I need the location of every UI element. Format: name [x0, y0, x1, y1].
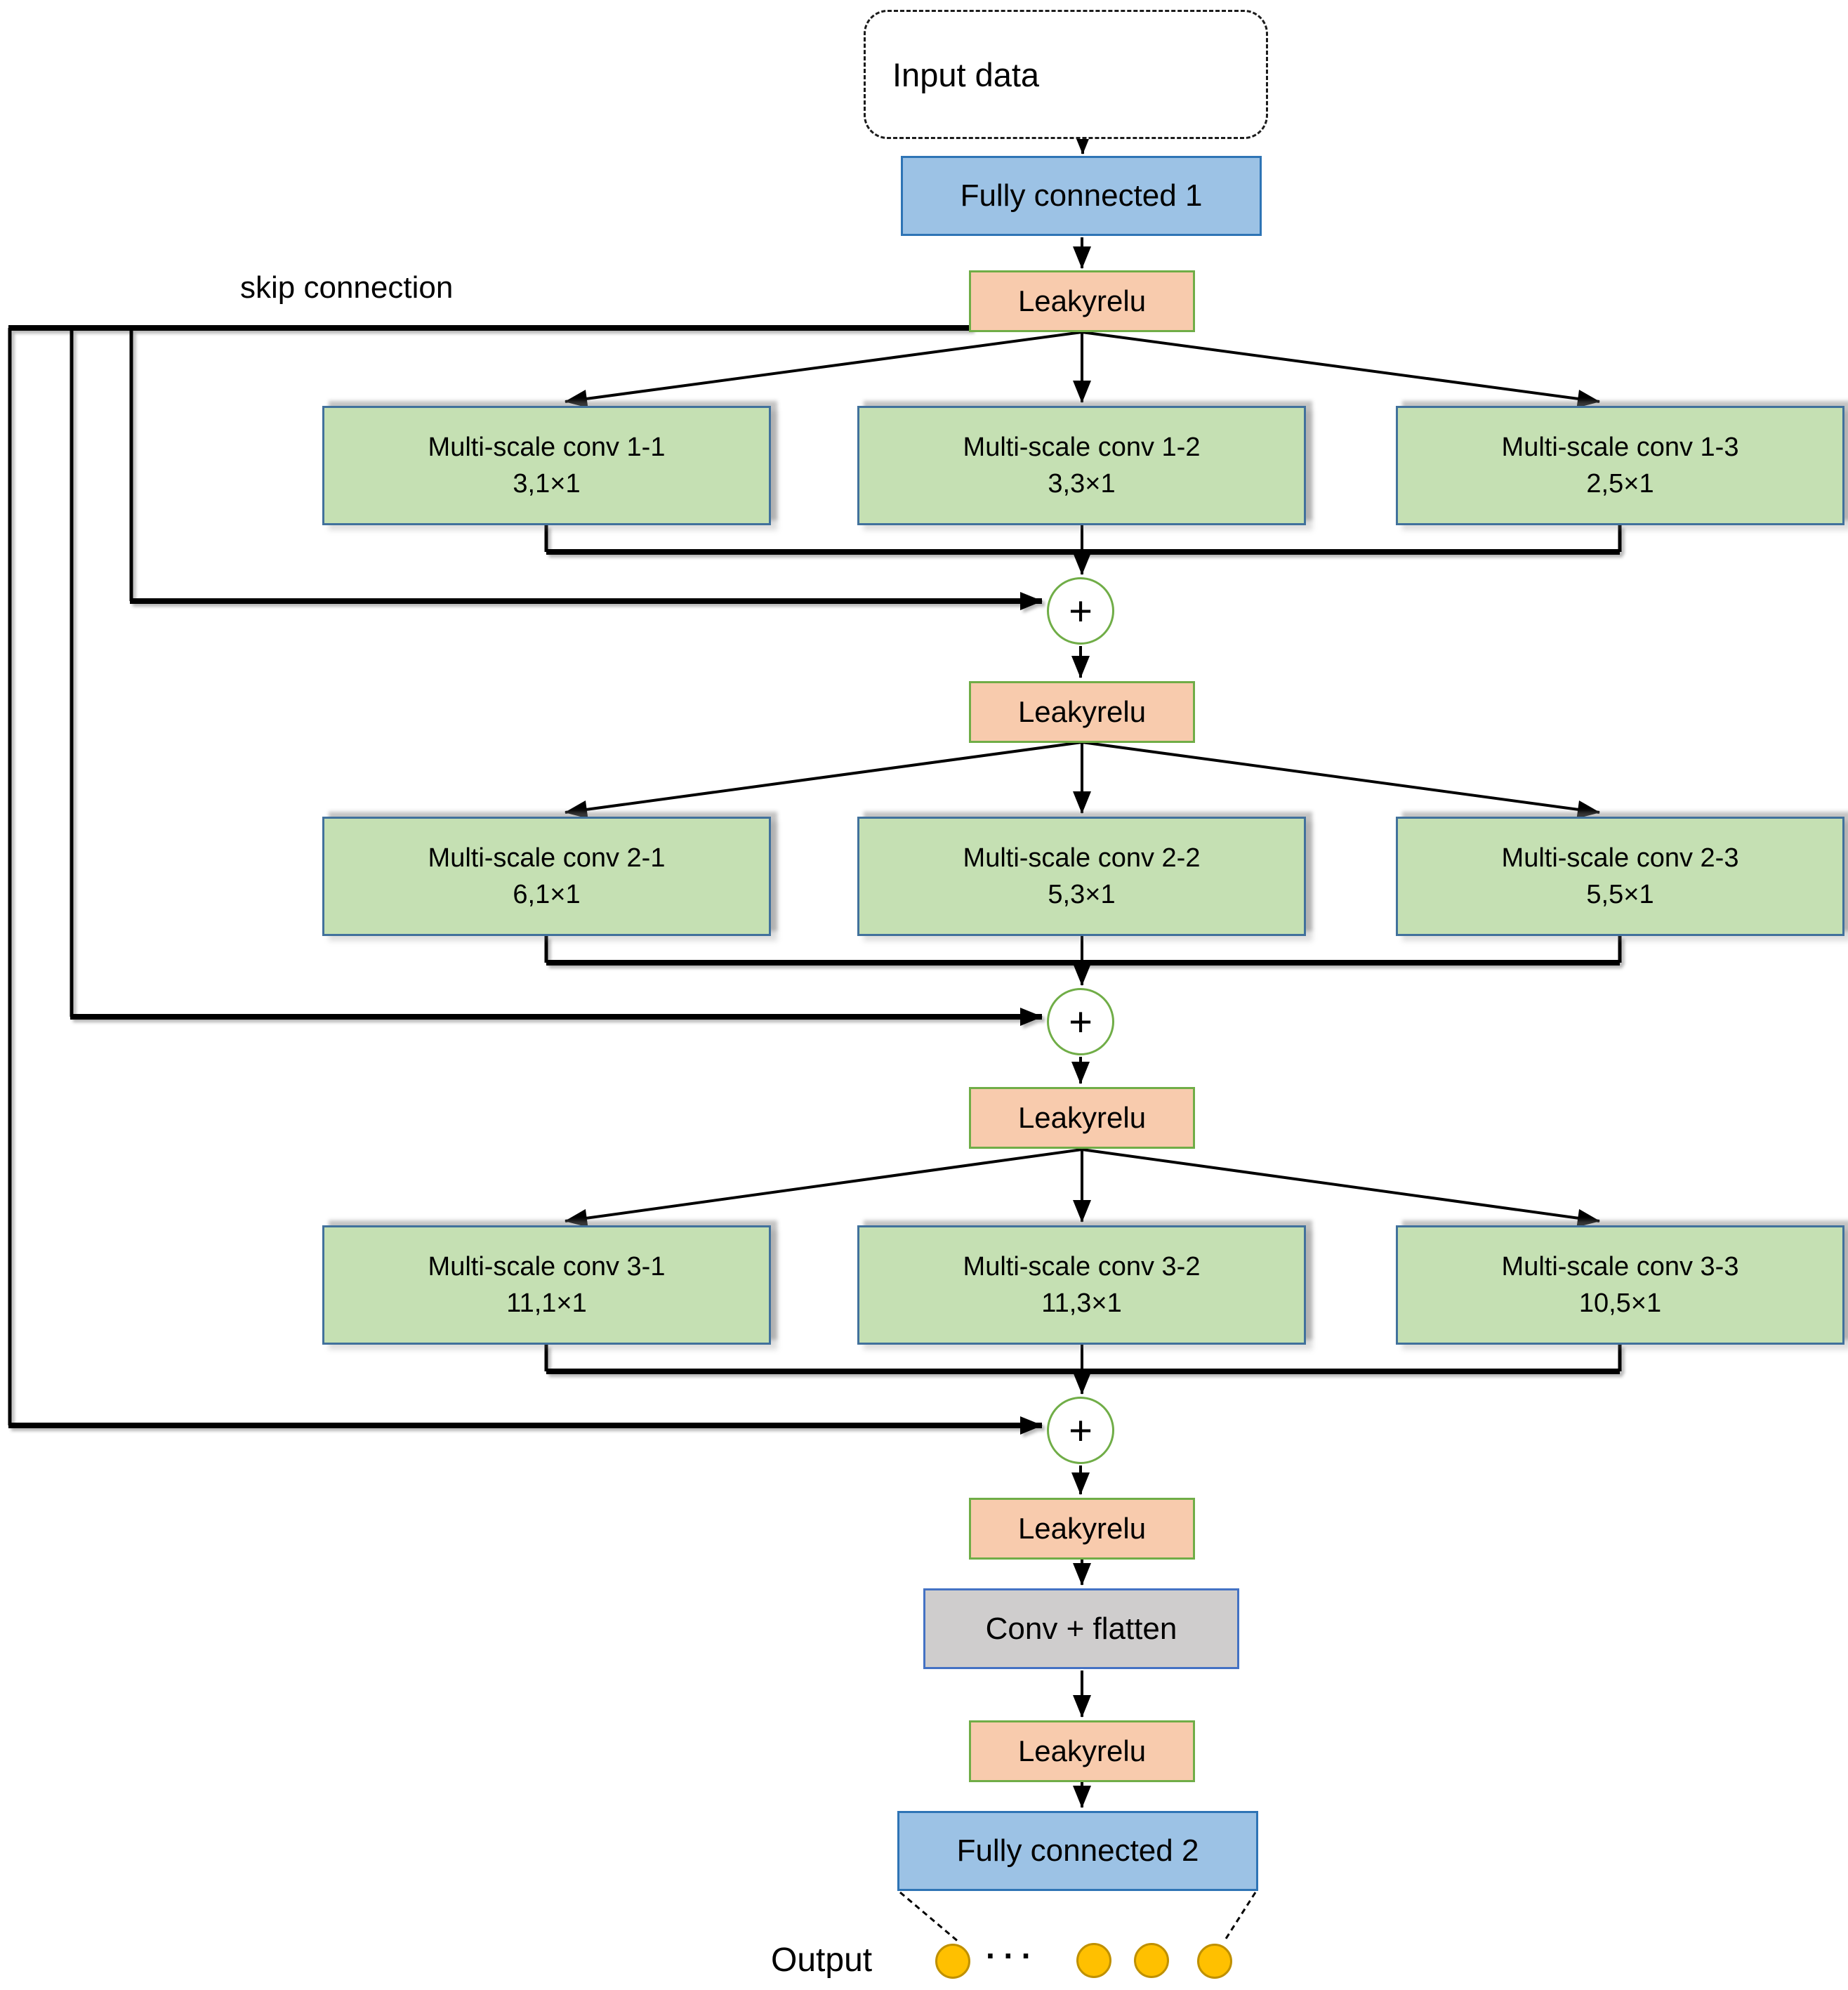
conv-block-name: Multi-scale conv 3-3	[1501, 1252, 1739, 1281]
conv-block-1-3: Multi-scale conv 1-3 2,5×1	[1396, 406, 1844, 525]
input-data-label: Input data	[892, 55, 1040, 93]
conv-block-name: Multi-scale conv 3-1	[428, 1252, 666, 1281]
leakyrelu-4-box: Leakyrelu	[969, 1498, 1195, 1560]
branch-relu2-right	[1081, 741, 1600, 819]
branch-relu1-right	[1081, 331, 1600, 408]
conv-block-kernel: 5,3×1	[1048, 880, 1116, 909]
conv-block-2-2: Multi-scale conv 2-2 5,3×1	[857, 817, 1306, 936]
conv-block-kernel: 6,1×1	[513, 880, 581, 909]
add-node-1: +	[1047, 577, 1114, 645]
input-data-box: Input data	[864, 10, 1268, 139]
fanout-left	[899, 1891, 960, 1944]
conv-block-name: Multi-scale conv 2-2	[963, 843, 1201, 873]
branch-relu1-left	[565, 331, 1083, 408]
conv-block-3-1: Multi-scale conv 3-1 11,1×1	[322, 1225, 771, 1345]
output-node-4	[1197, 1944, 1232, 1979]
conv-block-name: Multi-scale conv 1-2	[963, 433, 1201, 462]
skip-connection-label: skip connection	[240, 270, 454, 305]
leakyrelu-3-box: Leakyrelu	[969, 1087, 1195, 1149]
output-node-1	[935, 1944, 970, 1979]
output-node-3	[1134, 1943, 1169, 1978]
conv-block-kernel: 2,5×1	[1586, 469, 1654, 499]
leakyrelu-5-box: Leakyrelu	[969, 1720, 1195, 1782]
conv-block-name: Multi-scale conv 2-1	[428, 843, 666, 873]
fully-connected-2-box: Fully connected 2	[897, 1811, 1258, 1891]
branch-relu3-left	[565, 1148, 1083, 1227]
output-label: Output	[771, 1942, 873, 1979]
leakyrelu-1-box: Leakyrelu	[969, 270, 1195, 332]
conv-block-3-2: Multi-scale conv 3-2 11,3×1	[857, 1225, 1306, 1345]
conv-block-name: Multi-scale conv 1-1	[428, 433, 666, 462]
branch-relu2-left	[565, 741, 1083, 819]
fanout-right	[1223, 1892, 1257, 1942]
conv-block-2-3: Multi-scale conv 2-3 5,5×1	[1396, 817, 1844, 936]
conv-block-kernel: 3,1×1	[513, 469, 581, 499]
conv-block-3-3: Multi-scale conv 3-3 10,5×1	[1396, 1225, 1844, 1345]
conv-block-name: Multi-scale conv 3-2	[963, 1252, 1201, 1281]
conv-block-kernel: 3,3×1	[1048, 469, 1116, 499]
conv-block-kernel: 11,3×1	[1041, 1289, 1122, 1318]
conv-block-name: Multi-scale conv 2-3	[1501, 843, 1739, 873]
conv-block-1-1: Multi-scale conv 1-1 3,1×1	[322, 406, 771, 525]
conv-block-kernel: 11,1×1	[506, 1289, 587, 1318]
conv-block-1-2: Multi-scale conv 1-2 3,3×1	[857, 406, 1306, 525]
add-node-2: +	[1047, 988, 1114, 1055]
conv-block-kernel: 5,5×1	[1586, 880, 1654, 909]
conv-flatten-box: Conv + flatten	[923, 1588, 1239, 1669]
leakyrelu-2-box: Leakyrelu	[969, 681, 1195, 743]
output-node-2	[1076, 1943, 1111, 1978]
conv-block-name: Multi-scale conv 1-3	[1501, 433, 1739, 462]
conv-block-2-1: Multi-scale conv 2-1 6,1×1	[322, 817, 771, 936]
fully-connected-1-box: Fully connected 1	[901, 156, 1262, 236]
add-node-3: +	[1047, 1397, 1114, 1464]
output-ellipsis: ···	[986, 1937, 1039, 1974]
conv-block-kernel: 10,5×1	[1578, 1289, 1662, 1318]
branch-relu3-right	[1081, 1148, 1600, 1227]
